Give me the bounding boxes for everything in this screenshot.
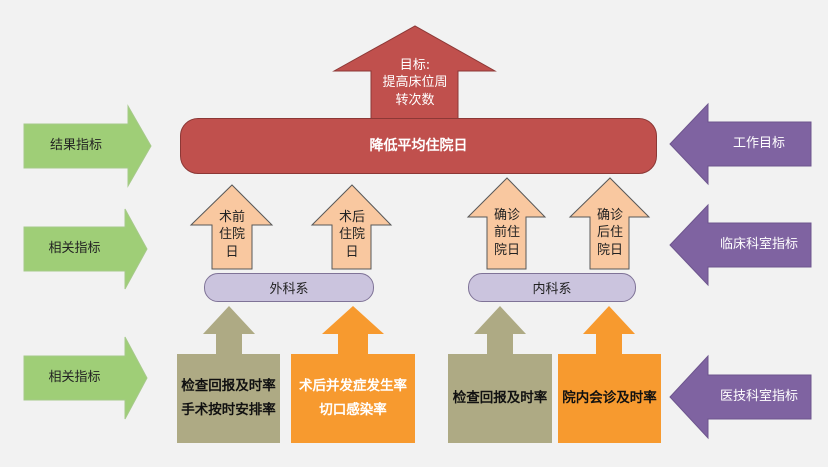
up-arrow-khaki-2 [474, 306, 526, 356]
peach-label-preop: 术前 住院 日 [218, 210, 245, 260]
dept-surgery-label: 外科系 [269, 282, 309, 297]
left-label-related-2: 相关指标 [48, 369, 101, 385]
right-arrow-clinical [669, 203, 812, 287]
goal-text: 目标: 提高床位周 转次数 [382, 57, 448, 108]
bottom-box-surgery-check: 检查回报及时率 手术按时安排率 [177, 354, 280, 443]
bottom-box-consult: 院内会诊及时率 [558, 354, 661, 443]
left-arrow-result [23, 104, 152, 188]
peach-arrow-postop [310, 184, 393, 270]
up-arrow-khaki-1 [203, 306, 255, 356]
right-arrow-tech [669, 354, 812, 440]
dept-surgery-pill: 外科系 [204, 273, 374, 302]
bottom-box-internal-check-text: 检查回报及时率 [452, 389, 548, 406]
peach-label-postdiag: 确诊 后住 院日 [596, 208, 623, 258]
dept-internal-label: 内科系 [532, 282, 572, 297]
peach-label-prediag: 确诊 前住 院日 [493, 208, 520, 258]
right-label-tech: 医技科室指标 [719, 388, 798, 404]
up-arrow-orange-1 [322, 306, 384, 356]
main-bar: 降低平均住院日 [180, 118, 657, 174]
main-bar-label: 降低平均住院日 [369, 137, 468, 154]
left-label-related-1: 相关指标 [48, 240, 101, 256]
left-arrow-related-2 [23, 336, 148, 420]
bottom-box-complication: 术后并发症发生率 切口感染率 [291, 354, 415, 443]
right-label-goal: 工作目标 [732, 135, 785, 151]
bottom-box-consult-text: 院内会诊及时率 [562, 389, 657, 406]
left-arrow-related-1 [23, 208, 148, 290]
right-label-clinical: 临床科室指标 [719, 236, 798, 252]
bottom-box-internal-check: 检查回报及时率 [448, 354, 552, 443]
up-arrow-orange-2 [583, 306, 635, 356]
goal-arrow [332, 25, 497, 120]
peach-arrow-postdiag [568, 177, 651, 270]
peach-arrow-preop [189, 184, 274, 270]
right-arrow-goal [669, 102, 812, 186]
dept-internal-pill: 内科系 [468, 273, 636, 302]
bottom-box-surgery-check-text: 检查回报及时率 手术按时安排率 [181, 377, 276, 418]
peach-arrow-prediag [466, 177, 547, 270]
bottom-box-complication-text: 术后并发症发生率 切口感染率 [299, 377, 407, 418]
peach-label-postop: 术后 住院 日 [338, 210, 365, 260]
left-label-result: 结果指标 [49, 137, 102, 153]
